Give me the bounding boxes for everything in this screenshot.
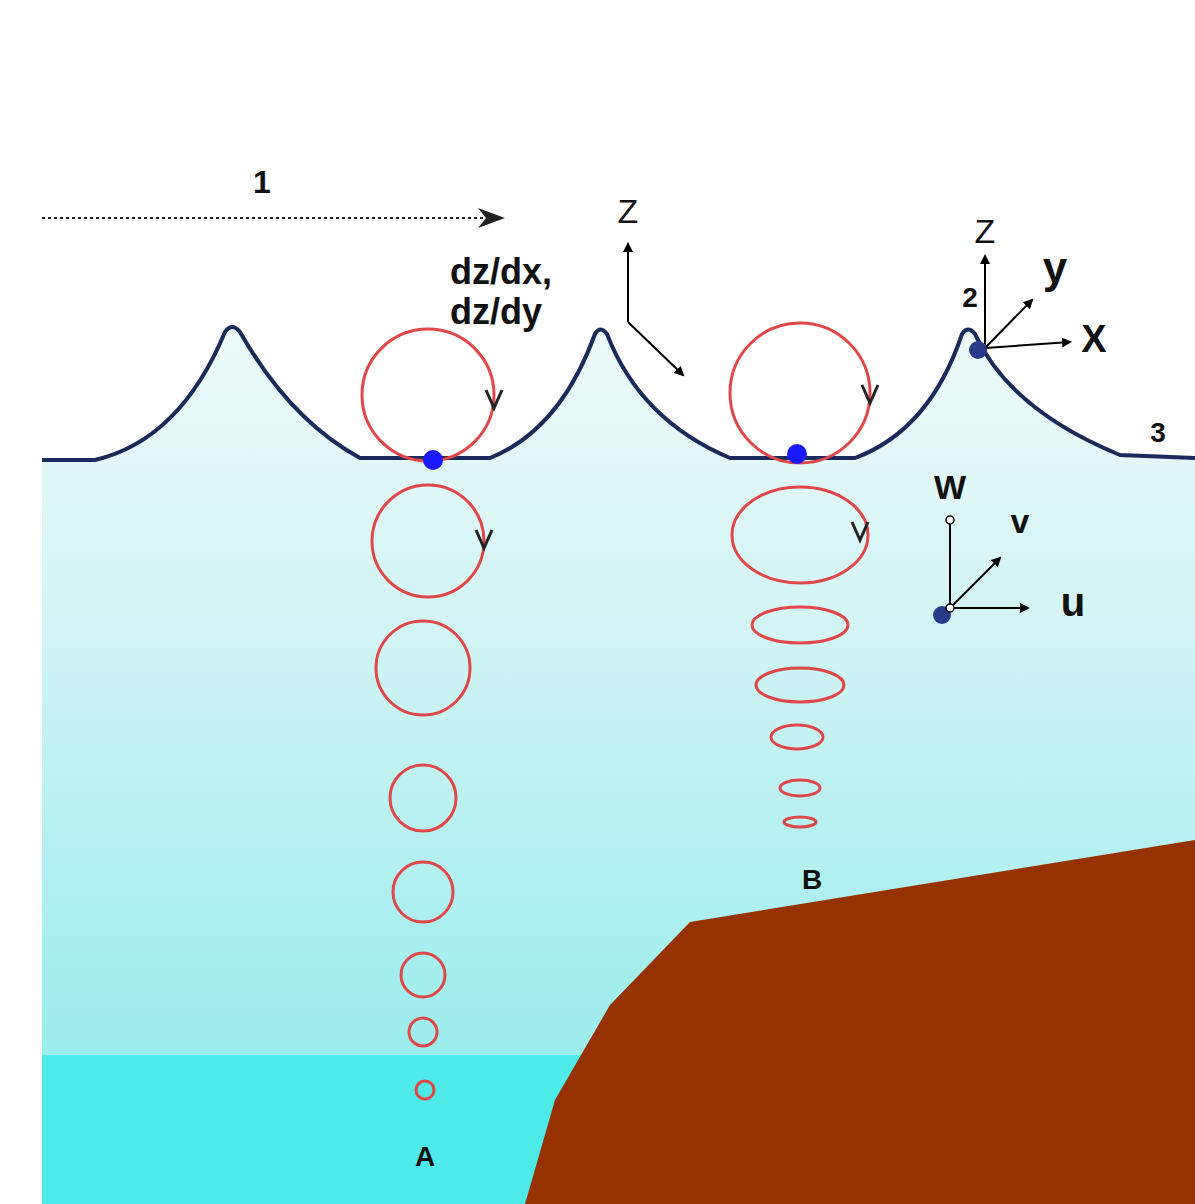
arrow-head	[478, 208, 505, 228]
callout-number: 2	[962, 283, 978, 314]
velocity-label: W	[934, 469, 966, 506]
propagation-arrow	[42, 217, 495, 219]
axis-label: y	[1043, 244, 1067, 292]
axis-label: Z	[975, 213, 996, 250]
velocity-label: u	[1061, 580, 1085, 624]
w-tip	[946, 516, 954, 524]
axis-label: X	[1081, 319, 1106, 361]
water	[42, 327, 1195, 1204]
particle	[423, 450, 443, 470]
wave-profile	[42, 327, 1195, 460]
velocity-origin	[946, 604, 954, 612]
velocity-label: v	[1011, 503, 1030, 540]
particle	[787, 444, 807, 464]
seabed	[525, 840, 1195, 1204]
orbit-arrows	[476, 385, 878, 548]
column-label: B	[802, 865, 822, 896]
axis-label: Z	[618, 193, 639, 230]
orbits-shallow	[730, 323, 870, 827]
callout-number: 1	[253, 165, 271, 200]
callout-number: 3	[1150, 418, 1166, 449]
crest-point	[969, 341, 987, 359]
column-label: A	[415, 1142, 435, 1173]
slope-label: dz/dx, dz/dy	[450, 252, 590, 331]
slope-axes	[628, 244, 683, 375]
orbits-deep	[362, 329, 494, 1099]
